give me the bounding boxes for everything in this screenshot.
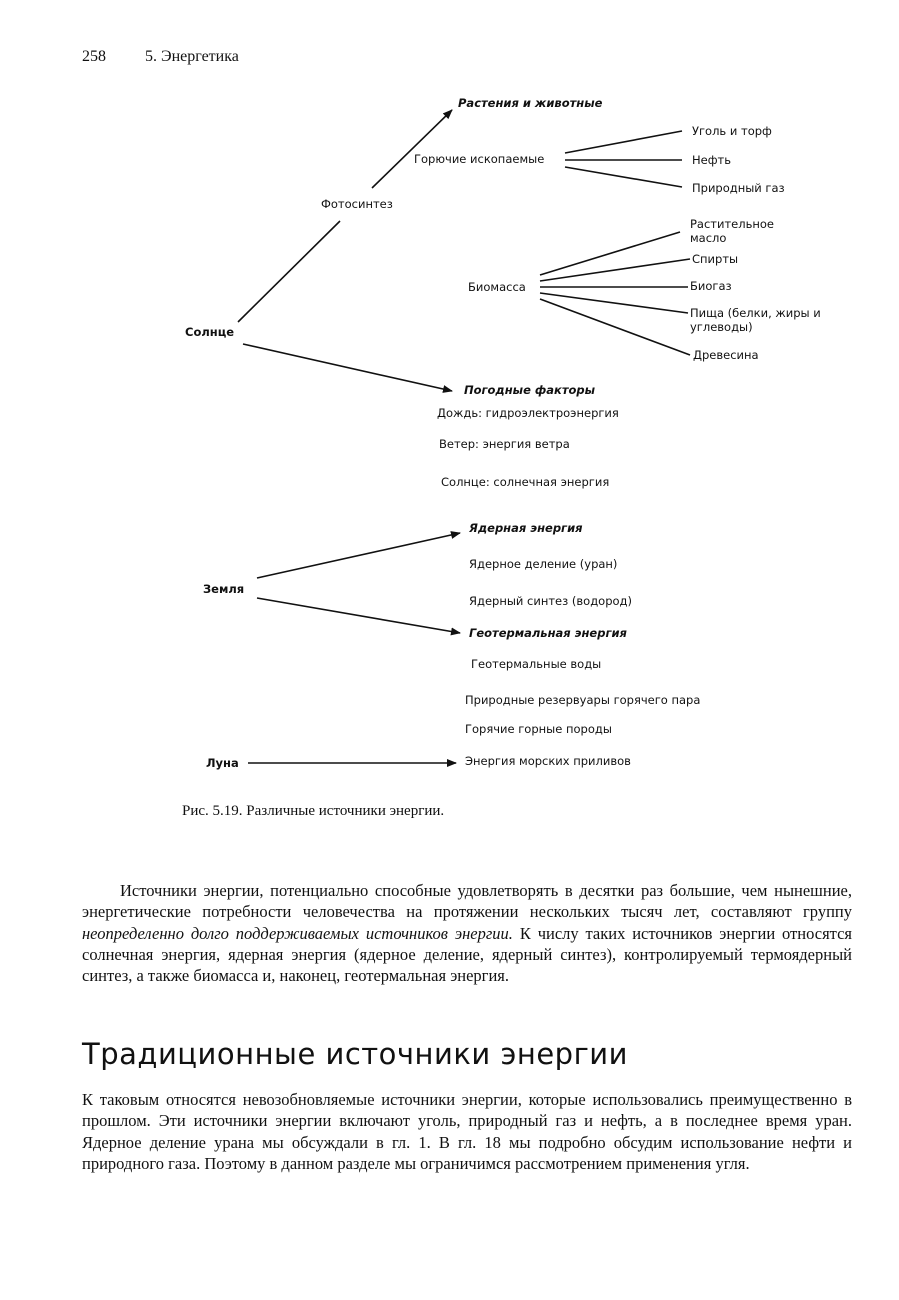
node-fossil-fuels: Горючие ископаемые — [414, 152, 545, 166]
leaf-coal-peat: Уголь и торф — [692, 124, 772, 138]
page-number: 258 — [82, 48, 106, 65]
paragraph-1-text-end: К числу таких источников энергии относят… — [82, 923, 852, 986]
energy-sources-diagram — [237, 109, 691, 767]
connector-fossil-coal — [564, 130, 683, 154]
leaf-oil: Нефть — [692, 153, 732, 167]
paragraph-2-text: К таковым относятся невозобновляемые ист… — [82, 1090, 852, 1173]
connector-sun-weather — [242, 343, 453, 393]
leaf-tidal: Энергия морских приливов — [465, 754, 631, 768]
figure-caption: Рис. 5.19. Различные источники энергии. — [182, 803, 445, 819]
connector-biomass-food — [539, 292, 689, 314]
connector-fossil-gas — [564, 166, 683, 188]
leaf-food: Пища (белки, жиры и углеводы) — [690, 306, 821, 334]
node-sun: Солнце — [185, 325, 235, 339]
connector-biomass-wood — [539, 298, 691, 356]
node-earth: Земля — [203, 582, 245, 596]
node-photosynthesis: Фотосинтез — [321, 197, 393, 211]
leaf-hot-rocks: Горячие горные породы — [465, 722, 612, 736]
node-plants-animals: Растения и животные — [458, 96, 603, 110]
leaf-wood: Древесина — [693, 348, 759, 362]
leaf-spirits: Спирты — [692, 252, 739, 266]
paragraph-1-text: Источники энергии, потенциально способны… — [82, 881, 852, 922]
body-paragraph-1: Источники энергии, потенциально способны… — [82, 880, 852, 986]
connector-earth-geothermal — [256, 597, 461, 636]
connector-biomass-spirits — [539, 258, 691, 282]
leaf-wind: Ветер: энергия ветра — [439, 437, 570, 451]
paragraph-1-emphasis: неопределенно долго поддерживаемых источ… — [82, 923, 513, 943]
leaf-natural-gas: Природный газ — [692, 181, 785, 195]
leaf-fission: Ядерное деление (уран) — [469, 557, 618, 571]
connector-photosynthesis-plants — [371, 109, 453, 189]
connector-earth-nuclear — [256, 531, 461, 579]
leaf-vegetable-oil: Растительное масло — [690, 217, 775, 245]
running-head: 5. Энергетика — [145, 48, 239, 65]
body-paragraph-2: К таковым относятся невозобновляемые ист… — [82, 1089, 852, 1174]
leaf-solar: Солнце: солнечная энергия — [441, 475, 610, 489]
connector-sun-photosynthesis — [237, 220, 341, 323]
node-weather: Погодные факторы — [464, 383, 596, 397]
node-geothermal: Геотермальная энергия — [469, 626, 627, 640]
node-biomass: Биомасса — [468, 280, 526, 294]
section-heading: Традиционные источники энергии — [82, 1037, 629, 1071]
leaf-geothermal-waters: Геотермальные воды — [471, 657, 602, 671]
leaf-steam-reservoirs: Природные резервуары горячего пара — [465, 693, 701, 707]
leaf-biogas: Биогаз — [690, 279, 732, 293]
leaf-rain: Дождь: гидроэлектроэнергия — [437, 406, 619, 420]
leaf-fusion: Ядерный синтез (водород) — [469, 594, 632, 608]
connector-biomass-oil — [539, 231, 681, 276]
node-nuclear: Ядерная энергия — [469, 521, 583, 535]
node-moon: Луна — [206, 756, 239, 770]
